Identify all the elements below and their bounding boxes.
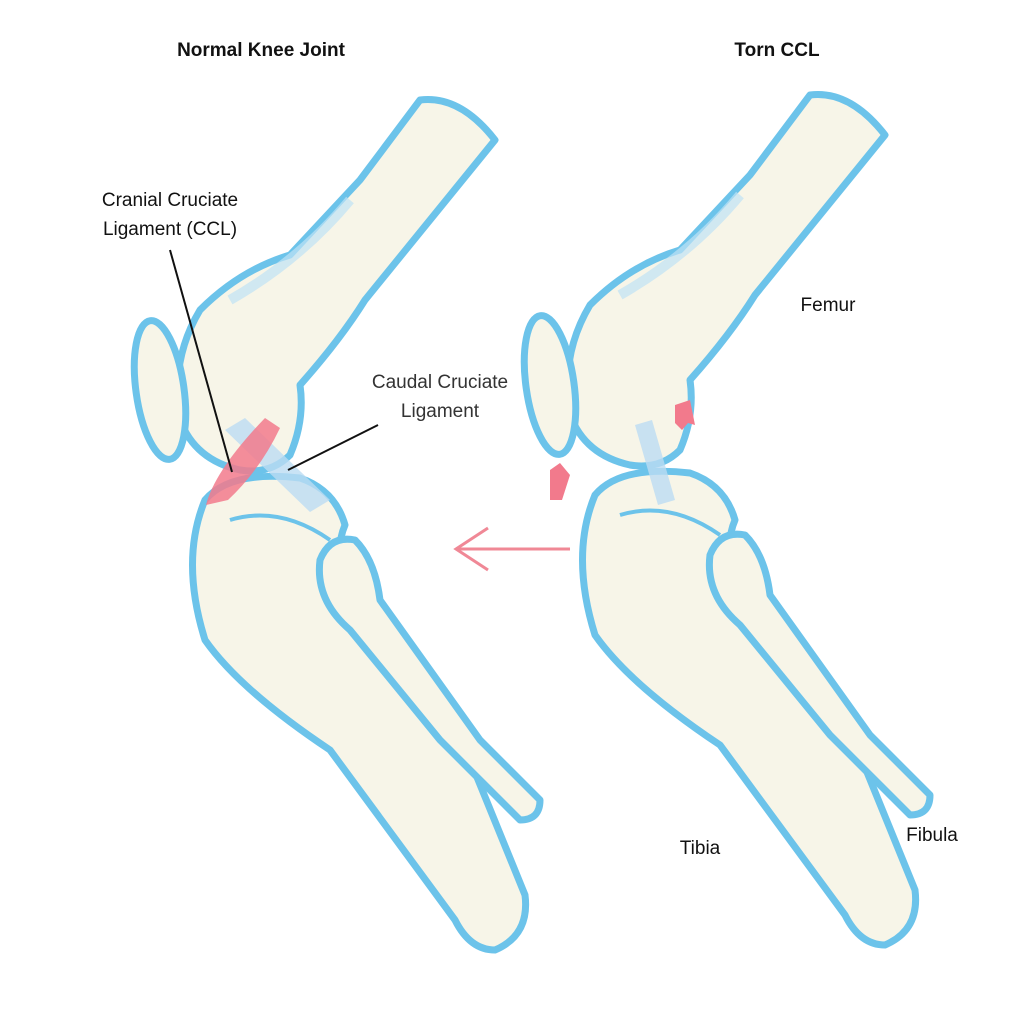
caudal-leader-line (287, 424, 379, 471)
caudal-label-line2: Ligament (400, 401, 480, 422)
cranial-ligament (206, 418, 280, 505)
caudal-ligament-torn (635, 420, 675, 505)
normal-knee (126, 100, 540, 951)
torn-knee (516, 95, 930, 946)
normal-knee-title: Normal Knee Joint (177, 40, 345, 61)
caudal-label-line1: Caudal Cruciate (371, 372, 509, 393)
torn-ccl-tibia-stub (550, 463, 570, 500)
arrow-icon (453, 526, 570, 572)
torn-ccl-title: Torn CCL (734, 40, 820, 61)
ccl-label-line2: Ligament (CCL) (102, 219, 238, 240)
ccl-label-line1: Cranial Cruciate (101, 190, 239, 211)
femur-label: Femur (800, 295, 856, 316)
ccl-leader-line (169, 249, 233, 473)
torn-ccl-femur-stub (675, 400, 695, 430)
tibia-label: Tibia (679, 838, 721, 859)
fibula-label: Fibula (906, 825, 958, 846)
